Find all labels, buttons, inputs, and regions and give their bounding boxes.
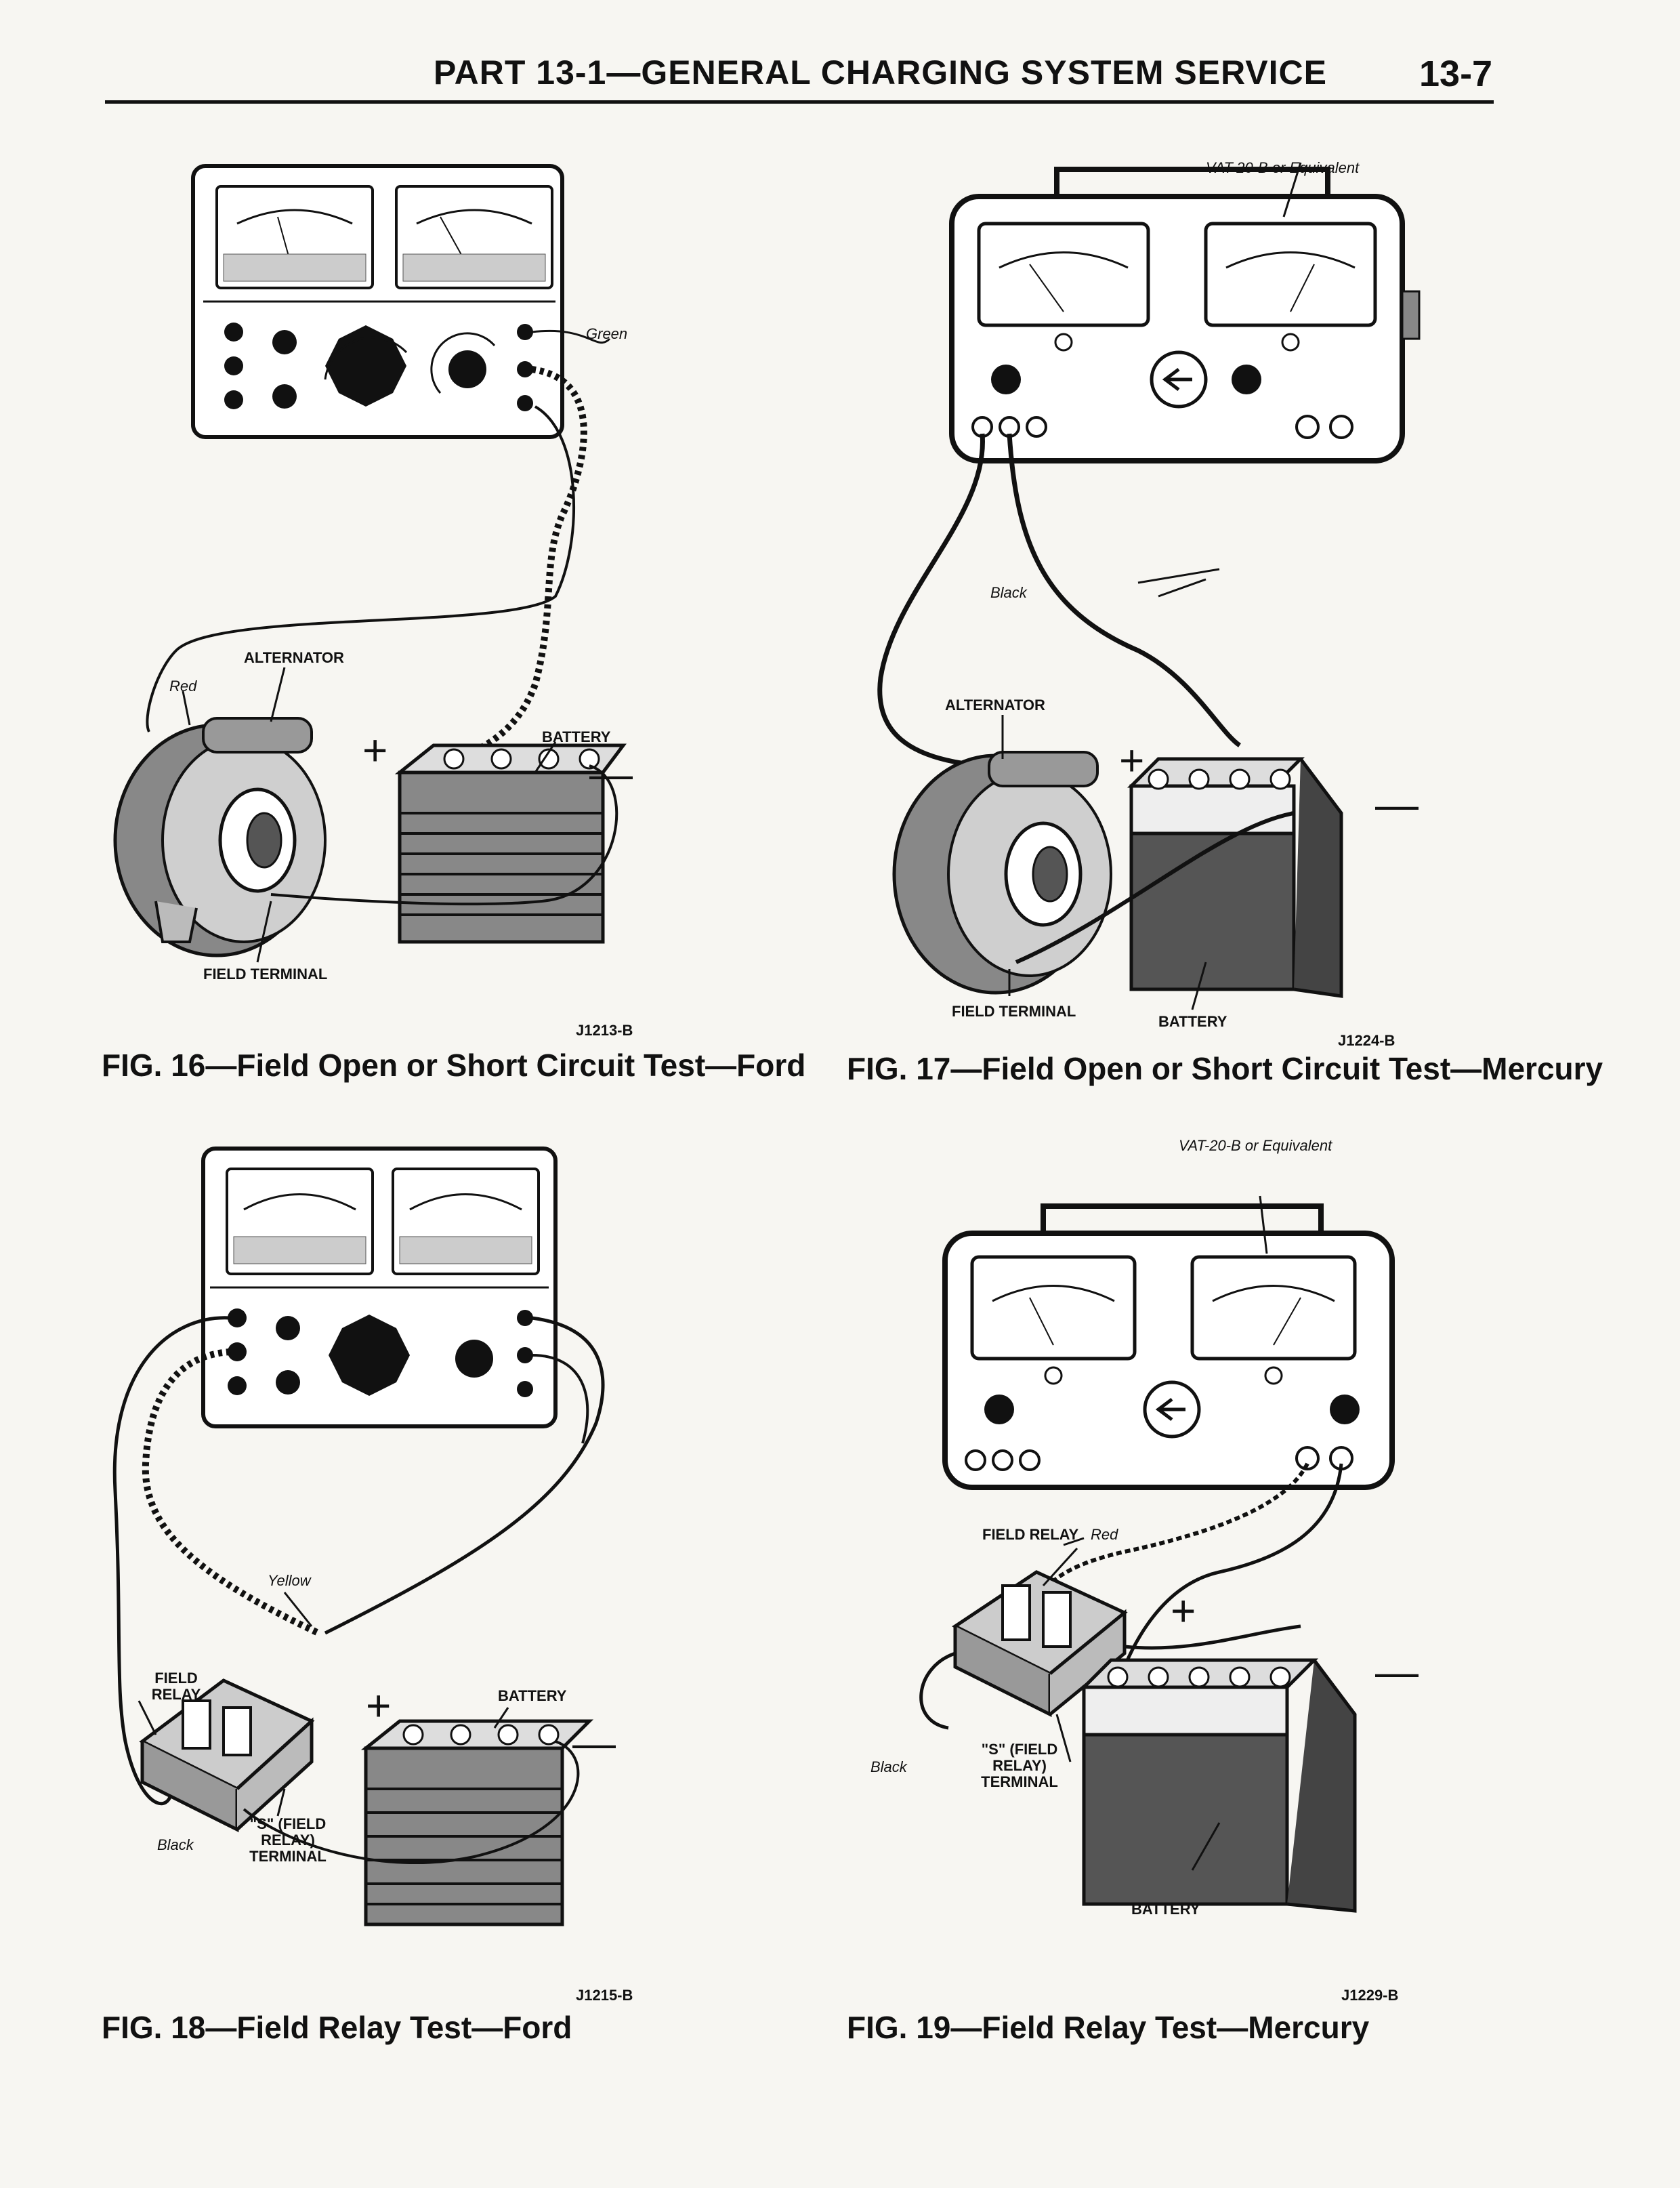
figure-16-illustration [113, 164, 627, 963]
header-rule [105, 100, 1494, 104]
figure-17: VAT-20-B or Equivalent Black ALTERNATOR … [840, 0, 1680, 1111]
figure-caption: FIG. 17—Field Open or Short Circuit Test… [847, 1051, 1603, 1086]
label-green: Green [586, 325, 628, 342]
figure-caption: FIG. 18—Field Relay Test—Ford [102, 2010, 572, 2045]
minus-sign: — [1375, 1647, 1419, 1696]
label-alternator: ALTERNATOR [945, 697, 1045, 714]
label-red: Red [1091, 1526, 1118, 1543]
label-tester: VAT-20-B or Equivalent [1179, 1137, 1332, 1154]
label-s-terminal: "S" (FIELD RELAY) TERMINAL [249, 1815, 327, 1865]
label-tester: VAT-20-B or Equivalent [1206, 159, 1360, 176]
label-battery: BATTERY [542, 728, 611, 745]
page-title: PART 13-1—GENERAL CHARGING SYSTEM SERVIC… [434, 54, 1328, 91]
page-number: 13-7 [1419, 54, 1493, 94]
figure-caption: FIG. 19—Field Relay Test—Mercury [847, 2010, 1370, 2045]
minus-sign: — [589, 749, 633, 798]
label-black: Black [990, 584, 1027, 601]
figure-code: J1229-B [1341, 1987, 1399, 2004]
plus-sign: + [1119, 736, 1145, 785]
label-yellow: Yellow [268, 1572, 311, 1589]
figure-code: J1224-B [1338, 1032, 1395, 1049]
figure-19-illustration [919, 1195, 1395, 1913]
figure-17-illustration [877, 162, 1421, 1010]
minus-sign: — [572, 1718, 616, 1767]
plus-sign: + [1171, 1586, 1196, 1635]
label-battery: BATTERY [498, 1687, 567, 1704]
label-field-relay: FIELD RELAY [982, 1526, 1079, 1543]
minus-sign: — [1375, 780, 1419, 829]
label-field-terminal: FIELD TERMINAL [203, 966, 328, 983]
figure-19: VAT-20-B or Equivalent FIELD RELAY Red +… [840, 1111, 1680, 2188]
figure-code: J1213-B [576, 1022, 633, 1039]
label-field-terminal: FIELD TERMINAL [952, 1003, 1076, 1020]
label-alternator: ALTERNATOR [244, 649, 344, 666]
label-field-relay: FIELD RELAY [151, 1670, 201, 1703]
figure-16: Green ALTERNATOR Red BATTERY + — FIELD T… [0, 0, 840, 1111]
figure-18-illustration [112, 1147, 605, 1926]
label-black: Black [157, 1836, 194, 1853]
label-black: Black [870, 1758, 907, 1775]
label-battery: BATTERY [1158, 1013, 1227, 1030]
plus-sign: + [366, 1681, 392, 1730]
plus-sign: + [362, 726, 388, 775]
label-red: Red [169, 678, 197, 695]
figure-18: FIELD RELAY Yellow BATTERY + — "S" (FIEL… [0, 1111, 840, 2188]
label-battery: BATTERY [1131, 1901, 1200, 1918]
figure-code: J1215-B [576, 1987, 633, 2004]
label-s-terminal: "S" (FIELD RELAY) TERMINAL [981, 1741, 1058, 1790]
figure-caption: FIG. 16—Field Open or Short Circuit Test… [102, 1048, 806, 1083]
